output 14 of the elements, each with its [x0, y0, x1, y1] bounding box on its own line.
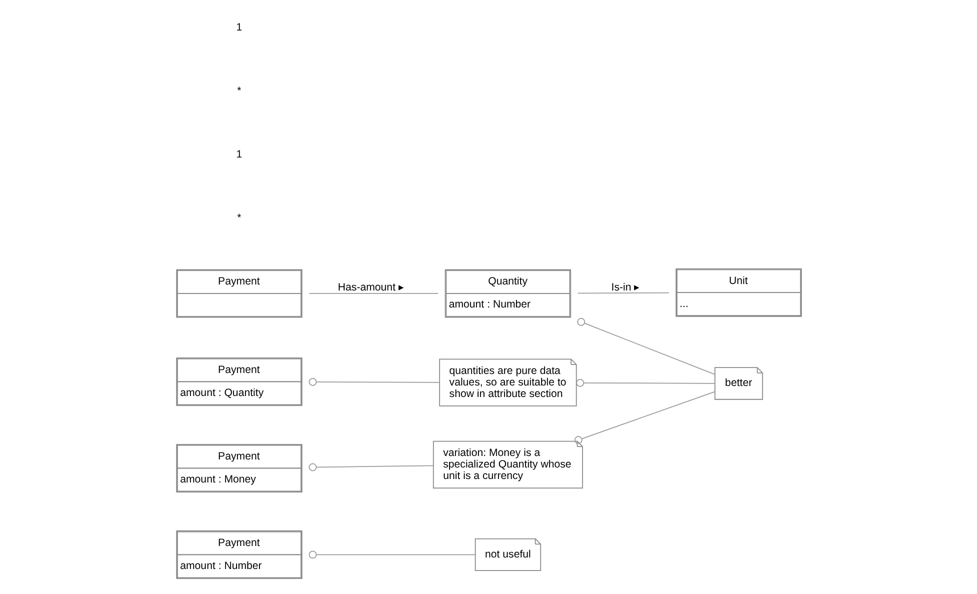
connector [308, 293, 438, 294]
label: 1 [236, 148, 242, 161]
connector [576, 292, 669, 294]
connector [308, 463, 434, 472]
connector [308, 550, 475, 559]
edge-label: Is-in ▸ [610, 281, 640, 294]
connector [308, 378, 440, 386]
edge-label: Has-amount ▸ [337, 281, 404, 294]
label: * [236, 212, 241, 224]
label: 1 [236, 22, 242, 34]
connector [576, 378, 715, 387]
connector [576, 318, 715, 375]
label: * [236, 85, 241, 98]
connector [574, 391, 715, 444]
